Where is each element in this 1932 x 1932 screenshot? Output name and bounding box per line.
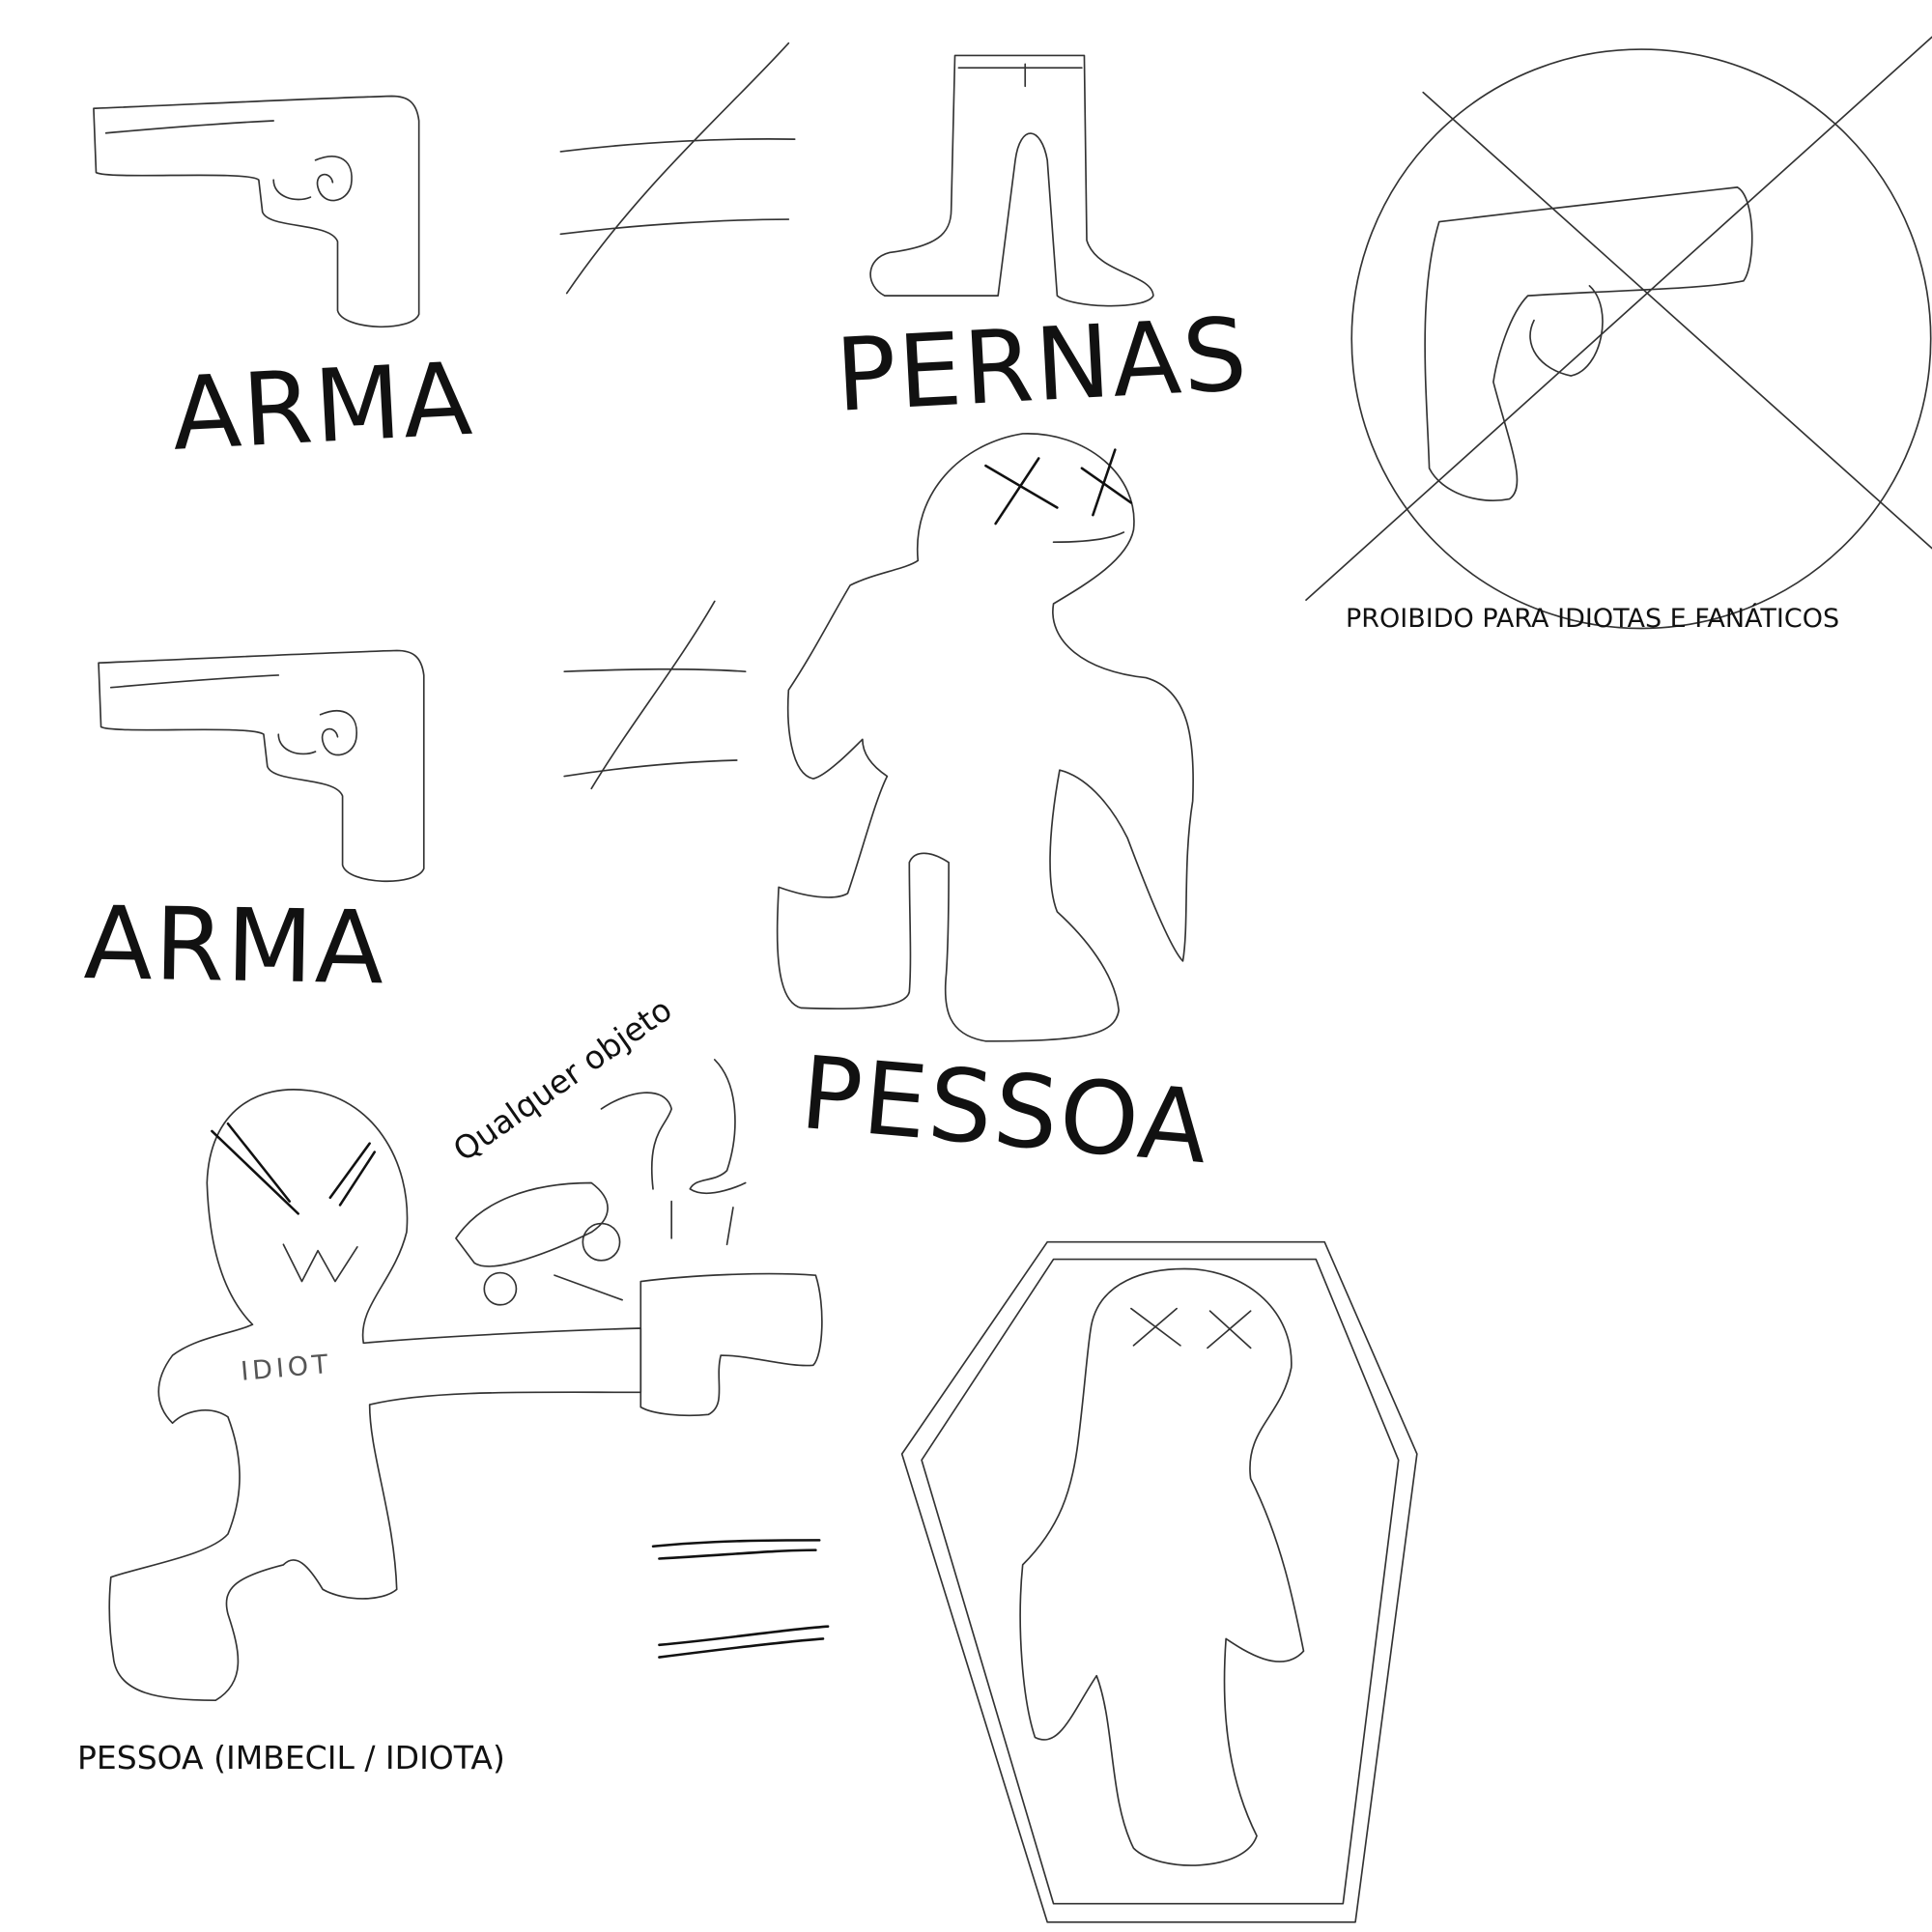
not-equal-sign-bottom: [563, 600, 747, 790]
equals-sign-scribbled: [651, 1539, 830, 1659]
coffin-drawing: [900, 1240, 1418, 1923]
idiot-person-drawing: [108, 1089, 642, 1702]
label-arma-top: ARMA: [169, 339, 477, 473]
gun-drawing-top: [93, 95, 420, 328]
prohibited-gun-sign: [1305, 36, 1932, 630]
gun-drawing-bottom: [98, 649, 425, 883]
prohibited-caption: PROIBIDO PARA IDIOTAS E FANÁTICOS: [1346, 604, 1840, 634]
idiot-person-caption: PESSOA (IMBECIL / IDIOTA): [77, 1739, 505, 1776]
label-arma-bottom: ARMA: [82, 884, 387, 1008]
not-equal-sign-top: [559, 42, 796, 295]
dead-person-drawing: [776, 433, 1194, 1042]
legs-drawing: [869, 54, 1154, 307]
object-gun-drawing: [455, 1059, 823, 1417]
label-pernas: PERNAS: [833, 295, 1252, 435]
